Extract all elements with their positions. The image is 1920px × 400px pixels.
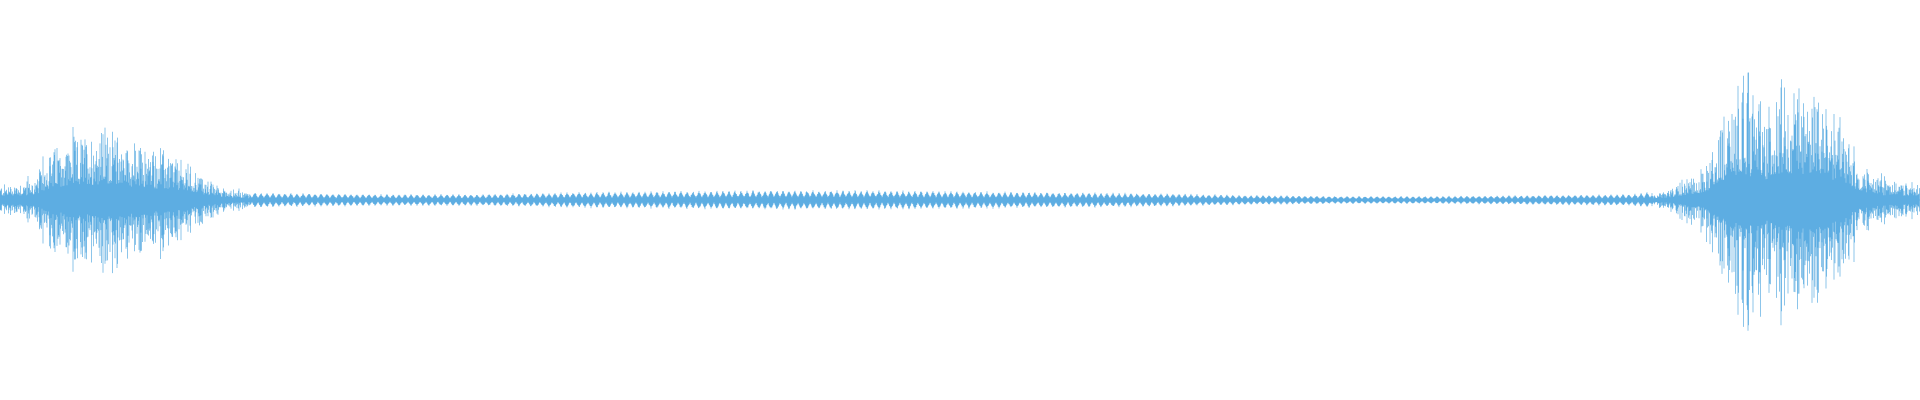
waveform-path: [0, 72, 1920, 331]
